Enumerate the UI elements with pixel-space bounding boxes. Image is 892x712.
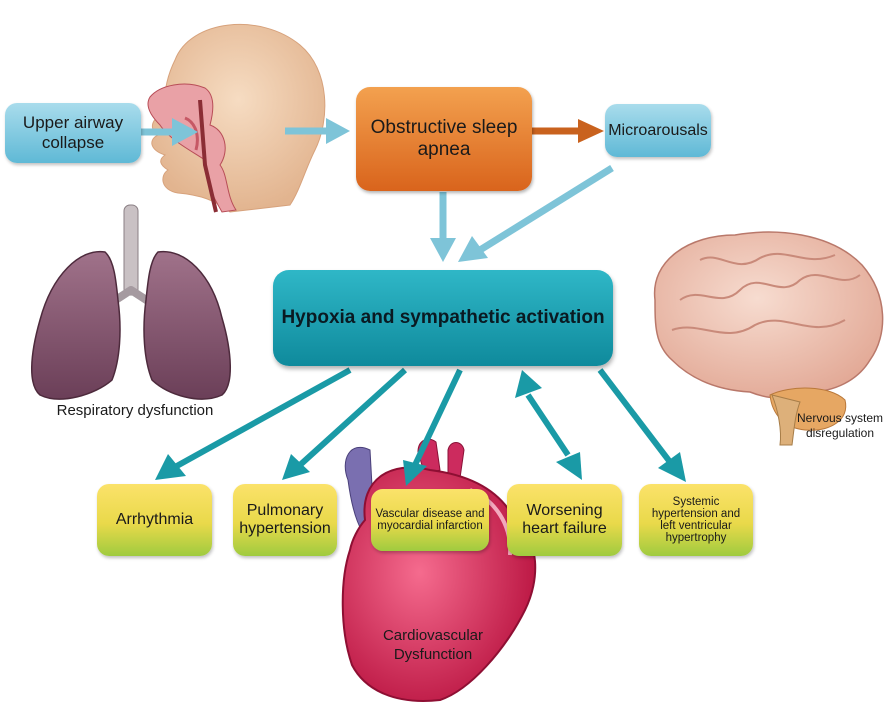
obstructive-sleep-apnea-node: Obstructive sleep apnea (356, 87, 532, 191)
head-profile-illustration (148, 24, 325, 212)
systemic-hypertension-node: Systemic hypertension and left ventricul… (639, 484, 753, 556)
pulmonary-hypertension-node: Pulmonary hypertension (233, 484, 337, 556)
nervous-system-label: Nervous system disregulation (790, 411, 890, 441)
upper-airway-collapse-node: Upper airway collapse (5, 103, 141, 163)
microarousals-node: Microarousals (605, 104, 711, 157)
respiratory-dysfunction-label: Respiratory dysfunction (30, 402, 240, 419)
vascular-disease-node: Vascular disease and myocardial infarcti… (371, 489, 489, 551)
lungs-illustration (32, 205, 231, 399)
arrhythmia-node: Arrhythmia (97, 484, 212, 556)
worsening-heart-failure-node: Worsening heart failure (507, 484, 622, 556)
cardiovascular-dysfunction-label: Cardiovascular Dysfunction (373, 626, 493, 664)
hypoxia-sympathetic-activation-node: Hypoxia and sympathetic activation (273, 270, 613, 366)
